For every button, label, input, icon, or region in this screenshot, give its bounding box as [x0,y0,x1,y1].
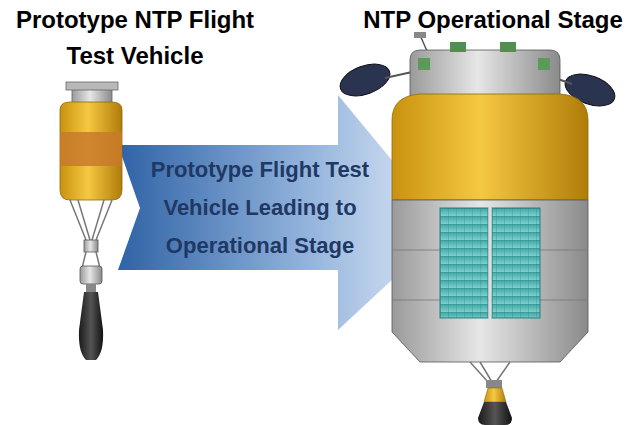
heading-label: Prototype NTP Flight Test Vehicle [0,2,270,74]
arrow-label-box: Prototype Flight Test Vehicle Leading to… [148,149,372,267]
operational-stage [336,32,619,425]
prototype-vehicle [60,82,122,360]
heading-label: NTP Operational Stage [360,2,626,38]
arrow-text: Prototype Flight Test Vehicle Leading to… [148,151,372,265]
